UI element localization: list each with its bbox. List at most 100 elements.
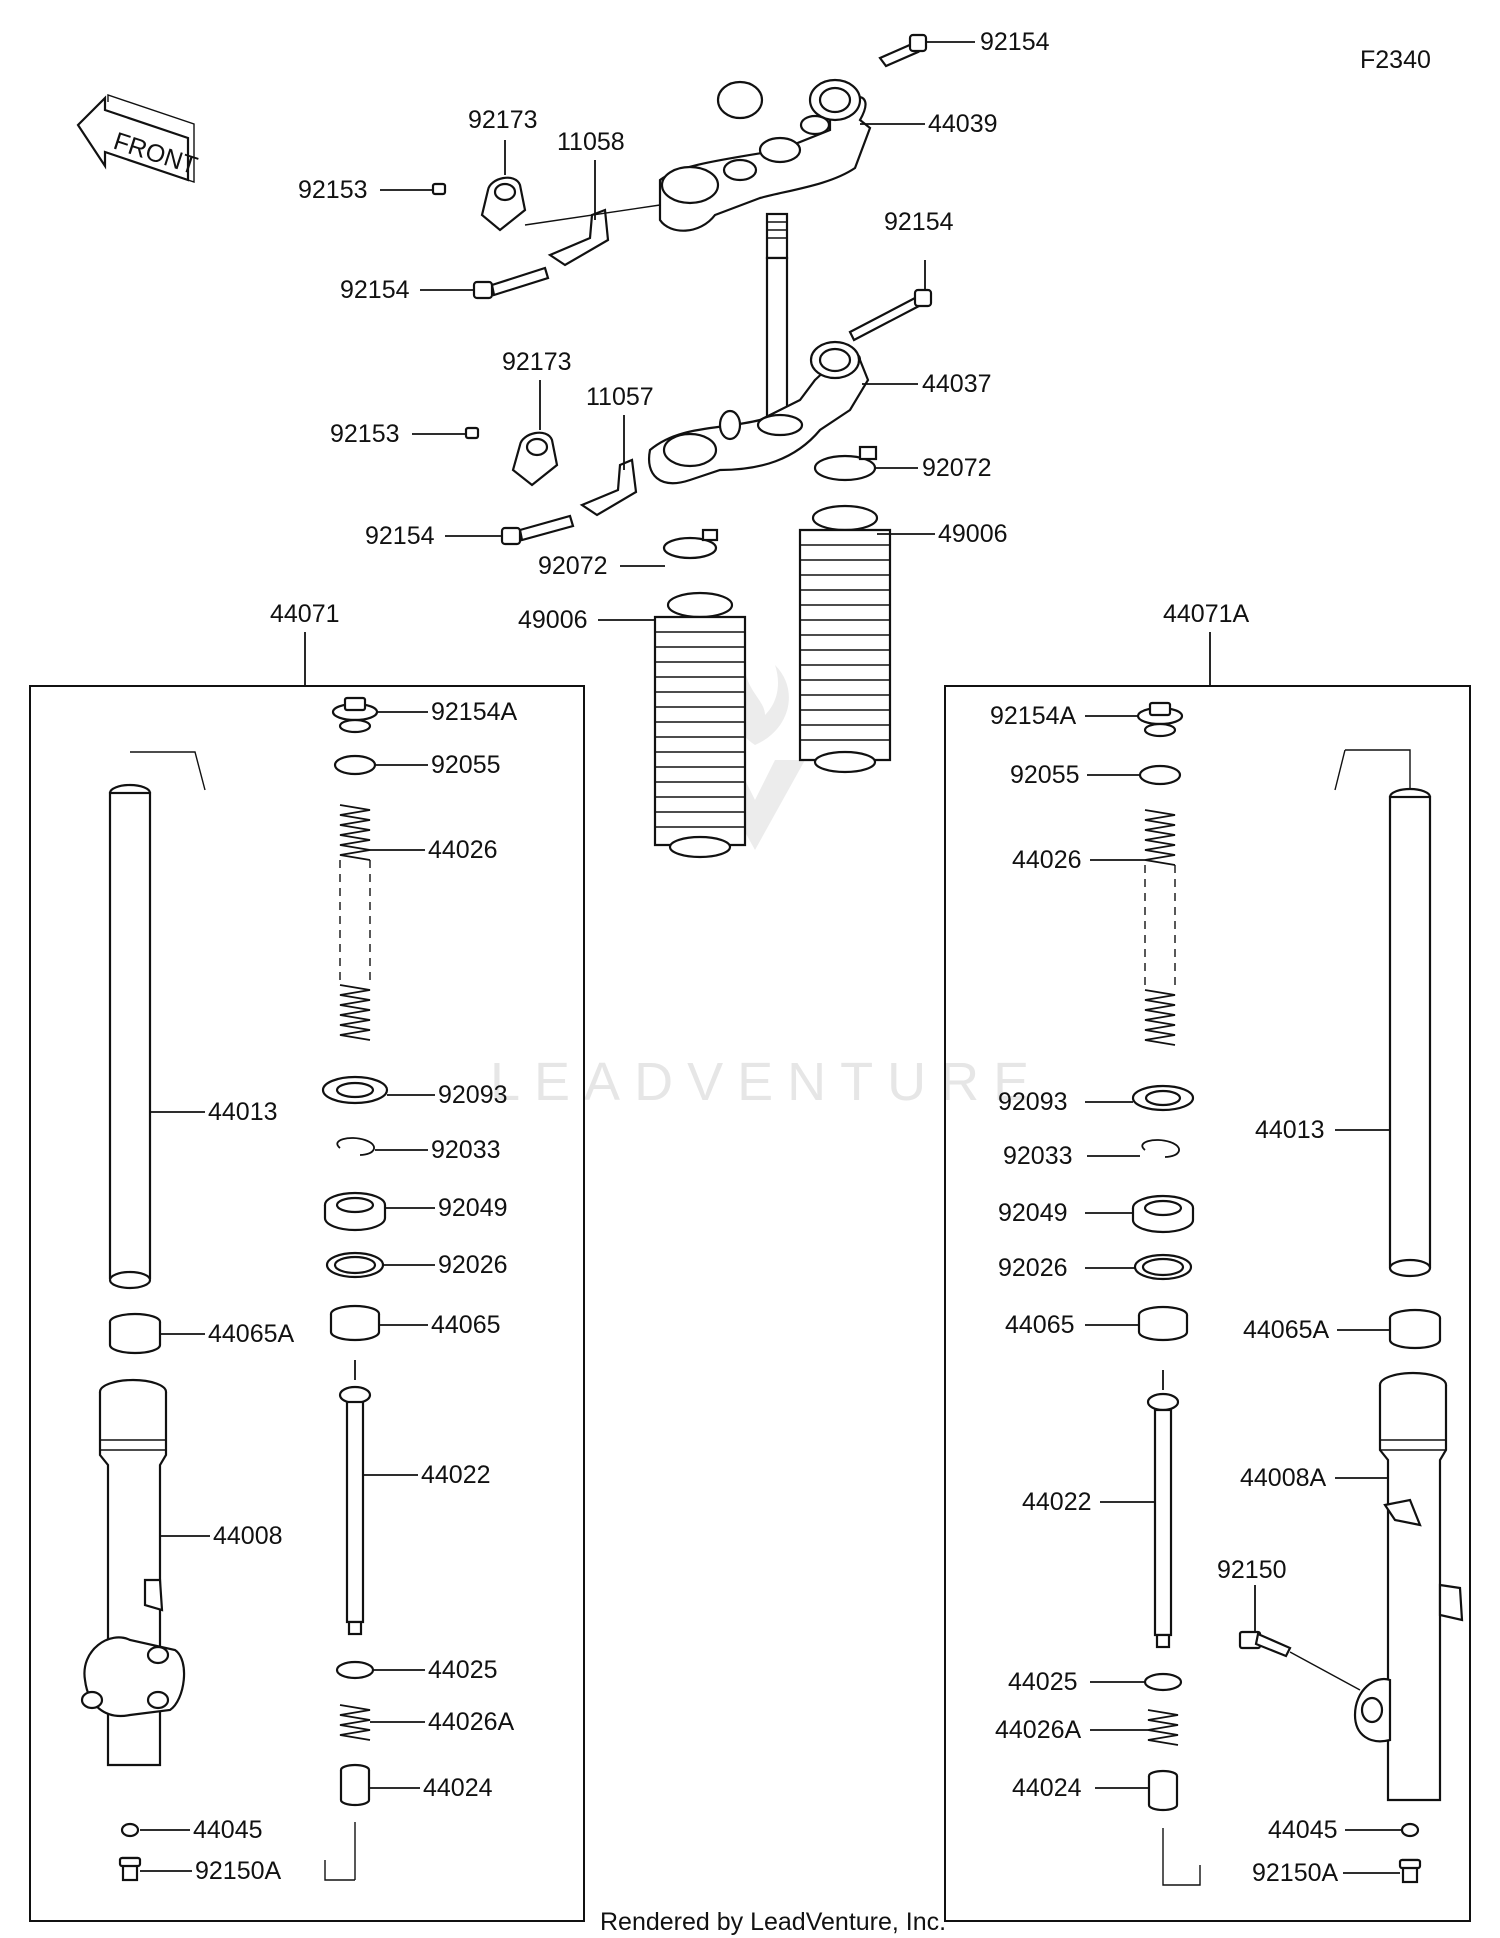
cylinder-44022-left bbox=[338, 1360, 372, 1636]
inner-tube-44013-right bbox=[1334, 749, 1432, 1278]
label-44026-left: 44026 bbox=[428, 836, 498, 864]
label-92026-right: 92026 bbox=[998, 1254, 1068, 1282]
label-44013-right: 44013 bbox=[1255, 1116, 1325, 1144]
label-44022-left: 44022 bbox=[421, 1461, 491, 1489]
label-92072-a: 92072 bbox=[922, 454, 992, 482]
label-92153-b: 92153 bbox=[330, 420, 400, 448]
label-49006-b: 49006 bbox=[518, 606, 588, 634]
oil-seal-92049-left bbox=[323, 1191, 387, 1232]
label-92150A-left: 92150A bbox=[195, 1857, 282, 1885]
ring-44025-left bbox=[335, 1660, 375, 1680]
label-92154A-left: 92154A bbox=[431, 698, 518, 726]
footer-credit: Rendered by LeadVenture, Inc. bbox=[600, 1908, 946, 1936]
bushing-44065A-left bbox=[108, 1312, 162, 1355]
label-92153-a: 92153 bbox=[298, 176, 368, 204]
label-44037: 44037 bbox=[922, 370, 992, 398]
bolt-92150A-left bbox=[118, 1856, 142, 1882]
circlip-92033-right bbox=[1141, 1139, 1180, 1158]
bracket-11057 bbox=[579, 458, 638, 517]
piece-44024-right bbox=[1147, 1769, 1179, 1812]
cap-bolt-92154A-right bbox=[1136, 701, 1184, 738]
bolt-92154-b bbox=[848, 288, 933, 342]
outer-tube-44008 bbox=[80, 1378, 186, 1767]
label-44039: 44039 bbox=[928, 110, 998, 138]
label-44024-left: 44024 bbox=[423, 1774, 493, 1802]
label-44071: 44071 bbox=[270, 600, 340, 628]
circlip-92033-left bbox=[336, 1137, 375, 1156]
label-92026-left: 92026 bbox=[438, 1251, 508, 1279]
dust-seal-92093-left bbox=[321, 1075, 389, 1105]
label-44022-right: 44022 bbox=[1022, 1488, 1092, 1516]
cylinder-44022-right bbox=[1146, 1370, 1180, 1649]
label-44024-right: 44024 bbox=[1012, 1774, 1082, 1802]
label-92154A-right: 92154A bbox=[990, 702, 1077, 730]
label-11057: 11057 bbox=[586, 383, 654, 411]
o-ring-92055-right bbox=[1138, 764, 1182, 786]
label-92033-right: 92033 bbox=[1003, 1142, 1073, 1170]
bushing-44065-left bbox=[329, 1304, 381, 1342]
screw-92153-a bbox=[380, 182, 447, 196]
label-92093-left: 92093 bbox=[438, 1081, 508, 1109]
spring-44026A-right bbox=[1147, 1709, 1179, 1746]
label-92154-top: 92154 bbox=[980, 28, 1050, 56]
washer-92026-right bbox=[1133, 1253, 1193, 1281]
lower-bracket-44037 bbox=[647, 340, 870, 485]
diagram-code: F2340 bbox=[1360, 46, 1431, 74]
cap-bolt-92154A-left bbox=[331, 696, 379, 734]
label-92055-left: 92055 bbox=[431, 751, 501, 779]
oil-seal-92049-right bbox=[1131, 1194, 1195, 1234]
label-44065-right: 44065 bbox=[1005, 1311, 1075, 1339]
label-44008: 44008 bbox=[213, 1522, 283, 1550]
left-fork-group-box bbox=[29, 685, 585, 1922]
fork-boot-49006-a bbox=[798, 504, 892, 774]
label-44065A-left: 44065A bbox=[208, 1320, 295, 1348]
bracket-11058 bbox=[547, 208, 610, 267]
label-92173-b: 92173 bbox=[502, 348, 572, 376]
bushing-44065-right bbox=[1137, 1305, 1189, 1342]
bolt-92154-a bbox=[420, 266, 550, 300]
screw-92153-b bbox=[412, 426, 480, 440]
clamp-92173-a bbox=[480, 176, 527, 232]
label-44045-right: 44045 bbox=[1268, 1816, 1338, 1844]
hose-clamp-92072-b bbox=[662, 528, 719, 560]
washer-44045-right bbox=[1400, 1822, 1420, 1838]
spring-44026-right bbox=[1144, 809, 1176, 1046]
watermark-text: LEADVENTURE bbox=[490, 1052, 1043, 1112]
upper-bracket-44039 bbox=[658, 78, 872, 232]
outer-tube-44008A bbox=[1353, 1371, 1464, 1802]
label-11058: 11058 bbox=[557, 128, 625, 156]
clamp-92173-b bbox=[511, 431, 559, 487]
label-92150A-right: 92150A bbox=[1252, 1859, 1339, 1887]
label-44065-left: 44065 bbox=[431, 1311, 501, 1339]
o-ring-92055-left bbox=[333, 754, 377, 776]
inner-tube-44013-left bbox=[108, 751, 206, 1290]
piece-44024-left bbox=[339, 1763, 371, 1807]
label-44045-left: 44045 bbox=[193, 1816, 263, 1844]
washer-44045-left bbox=[120, 1822, 140, 1838]
bolt-92150-right bbox=[1238, 1585, 1361, 1691]
label-44008A-right: 44008A bbox=[1240, 1464, 1327, 1492]
label-92055-right: 92055 bbox=[1010, 761, 1080, 789]
label-44071A: 44071A bbox=[1163, 600, 1250, 628]
label-44025-right: 44025 bbox=[1008, 1668, 1078, 1696]
label-92033-left: 92033 bbox=[431, 1136, 501, 1164]
hose-clamp-92072-a bbox=[813, 445, 878, 482]
label-92154-a: 92154 bbox=[340, 276, 410, 304]
label-92049-right: 92049 bbox=[998, 1199, 1068, 1227]
label-44026A-left: 44026A bbox=[428, 1708, 515, 1736]
spring-44026-left bbox=[339, 804, 371, 1041]
label-44013-left: 44013 bbox=[208, 1098, 278, 1126]
label-44065A-right: 44065A bbox=[1243, 1316, 1330, 1344]
label-92150-right: 92150 bbox=[1217, 1556, 1287, 1584]
bolt-92154-top bbox=[878, 33, 975, 68]
bolt-92154-c bbox=[445, 514, 575, 546]
right-fork-group-box bbox=[944, 685, 1471, 1922]
label-92173-a: 92173 bbox=[468, 106, 538, 134]
label-44025-left: 44025 bbox=[428, 1656, 498, 1684]
label-92154-c: 92154 bbox=[365, 522, 435, 550]
fork-boot-49006-b bbox=[653, 591, 747, 859]
label-92049-left: 92049 bbox=[438, 1194, 508, 1222]
steering-stem bbox=[765, 212, 789, 420]
label-44026-right: 44026 bbox=[1012, 846, 1082, 874]
